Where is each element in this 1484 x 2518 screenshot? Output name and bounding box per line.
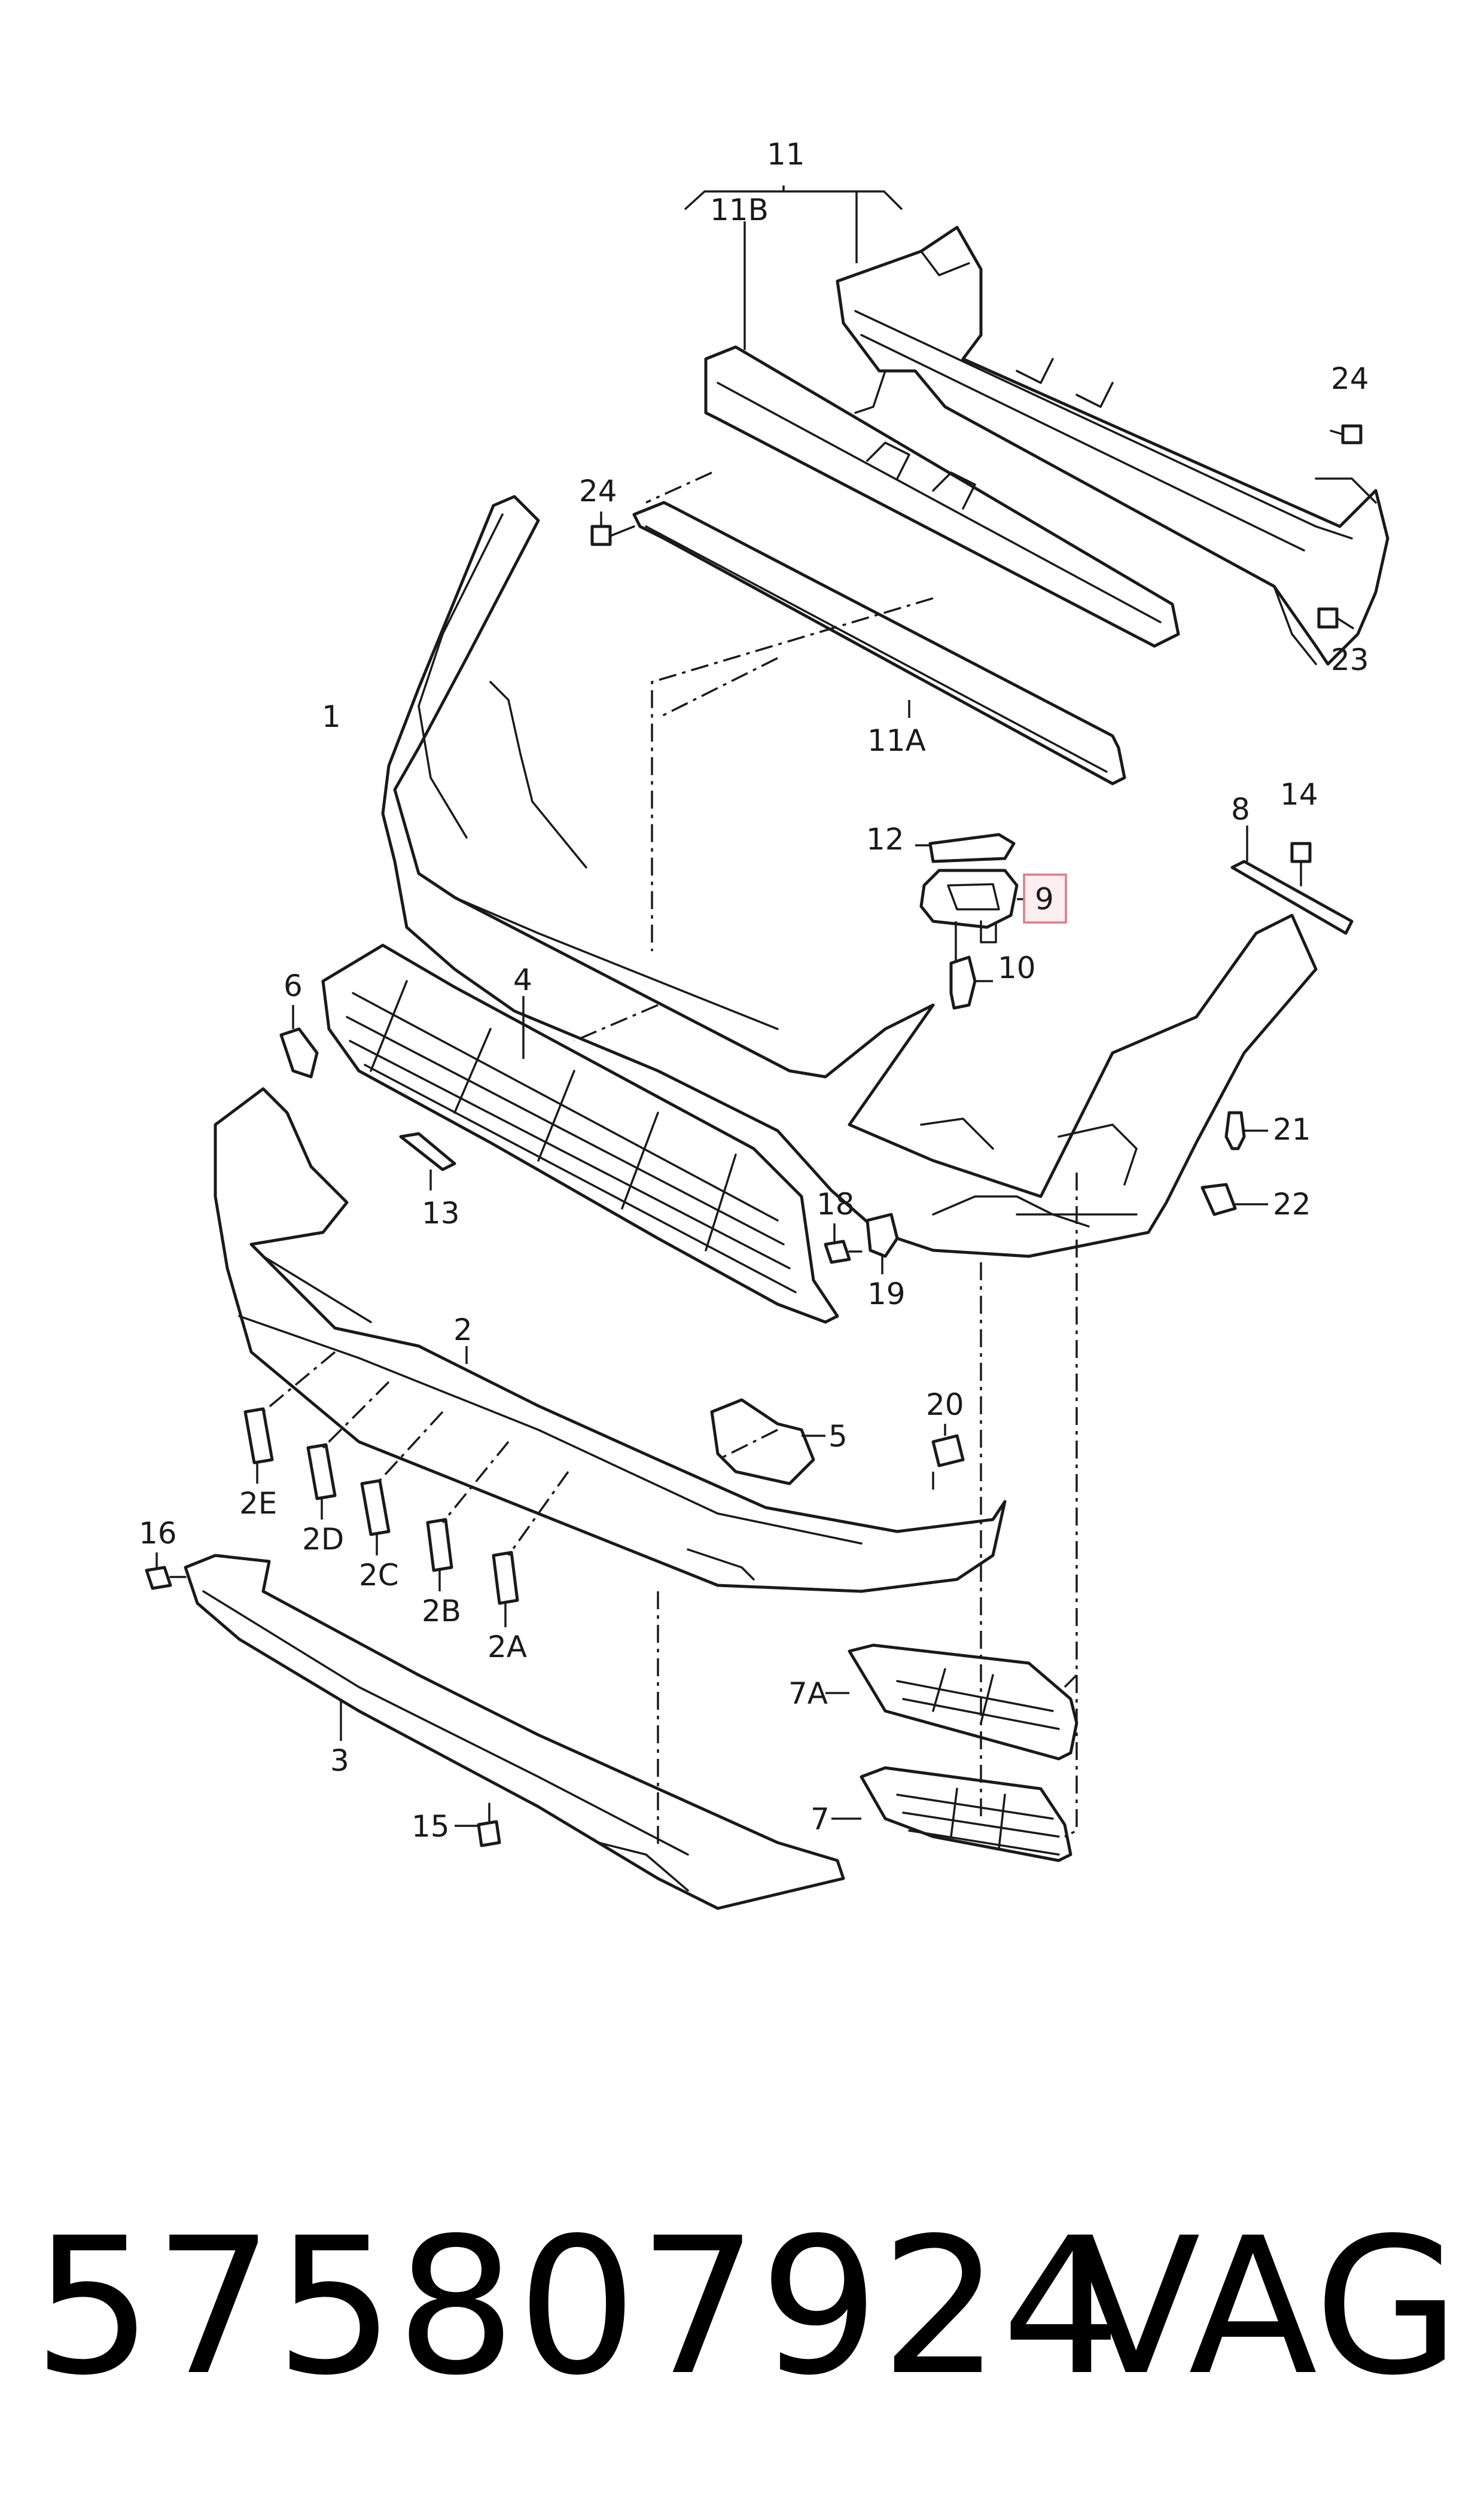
- label-24-right: 24: [1331, 361, 1369, 396]
- label-6: 6: [284, 969, 303, 1003]
- grille-4: [321, 943, 839, 1324]
- label-11A: 11A: [867, 723, 926, 758]
- label-7A: 7A: [788, 1676, 828, 1711]
- clip-13: [399, 1132, 456, 1191]
- bolt-24-left: [590, 511, 635, 546]
- fog-grille-7A: [825, 1643, 1078, 1761]
- bolt-24-right: [1330, 424, 1363, 444]
- label-12: 12: [866, 822, 904, 857]
- clip-6: [279, 1005, 319, 1079]
- label-11B: 11B: [710, 193, 769, 227]
- clip-21: [1224, 1111, 1268, 1150]
- bumper-cover: [381, 495, 1318, 1258]
- label-3: 3: [330, 1743, 349, 1778]
- label-8: 8: [1231, 792, 1250, 827]
- lower-bumper-2: [214, 1087, 1007, 1593]
- label-13: 13: [422, 1196, 460, 1231]
- holder-10: [949, 955, 993, 1010]
- screw-14: [1290, 842, 1312, 887]
- towing-eye-frame-9: [919, 869, 1034, 963]
- label-24-left: 24: [579, 474, 617, 509]
- exploded-parts-diagram: 11 11B 24 24 23 1 11A 8 14 12 9 10 6 4 2…: [139, 137, 1389, 1910]
- impact-bar: [836, 226, 1389, 666]
- towing-eye-cap-12: [915, 833, 1016, 863]
- brand-name: VAG: [1071, 2198, 1460, 2417]
- nut-22: [1200, 1183, 1268, 1216]
- label-15: 15: [412, 1809, 450, 1844]
- strip-2D: [306, 1443, 337, 1520]
- strip-2C: [360, 1479, 391, 1555]
- highlight-box-9: [1023, 873, 1067, 924]
- label-2C: 2C: [359, 1558, 399, 1593]
- label-1: 1: [322, 699, 341, 734]
- label-22: 22: [1273, 1187, 1311, 1222]
- absorber-11B: [704, 345, 1180, 648]
- label-20: 20: [926, 1387, 964, 1422]
- label-2: 2: [453, 1313, 473, 1347]
- part-number: 575807924: [33, 2198, 1123, 2417]
- label-10: 10: [998, 951, 1036, 985]
- label-14: 14: [1280, 777, 1318, 812]
- clip-19: [866, 1213, 899, 1274]
- label-18: 18: [816, 1187, 855, 1222]
- label-21: 21: [1273, 1112, 1311, 1147]
- label-2D: 2D: [302, 1522, 344, 1557]
- upper-guide-11A: [632, 501, 1126, 785]
- label-9-highlighted: 9: [1035, 882, 1054, 917]
- label-16: 16: [139, 1516, 177, 1551]
- label-2E: 2E: [239, 1486, 277, 1521]
- strip-2B: [426, 1518, 453, 1591]
- spoiler-3: [184, 1554, 845, 1910]
- bolt-23: [1317, 607, 1354, 629]
- label-5: 5: [828, 1419, 848, 1454]
- strip-2E: [243, 1407, 274, 1484]
- label-2A: 2A: [487, 1630, 527, 1664]
- screw-18: [824, 1223, 863, 1264]
- bracket-5: [710, 1398, 825, 1485]
- label-23: 23: [1331, 643, 1369, 677]
- fog-grille-7: [831, 1766, 1072, 1862]
- strip-2A: [492, 1551, 519, 1627]
- part-labels: 11 11B 24 24 23 1 11A 8 14 12 9 10 6 4 2…: [139, 137, 1369, 1844]
- mounting-strip-8: [1230, 826, 1354, 935]
- label-4: 4: [513, 963, 532, 997]
- screw-16: [145, 1552, 187, 1590]
- label-7: 7: [810, 1802, 830, 1837]
- screw-15: [455, 1803, 501, 1847]
- label-2B: 2B: [422, 1594, 461, 1628]
- group-bracket-11: [684, 185, 903, 350]
- label-11: 11: [767, 137, 805, 172]
- assembly-lines: [262, 471, 1078, 1849]
- clip-20: [931, 1424, 965, 1467]
- label-19: 19: [867, 1277, 906, 1311]
